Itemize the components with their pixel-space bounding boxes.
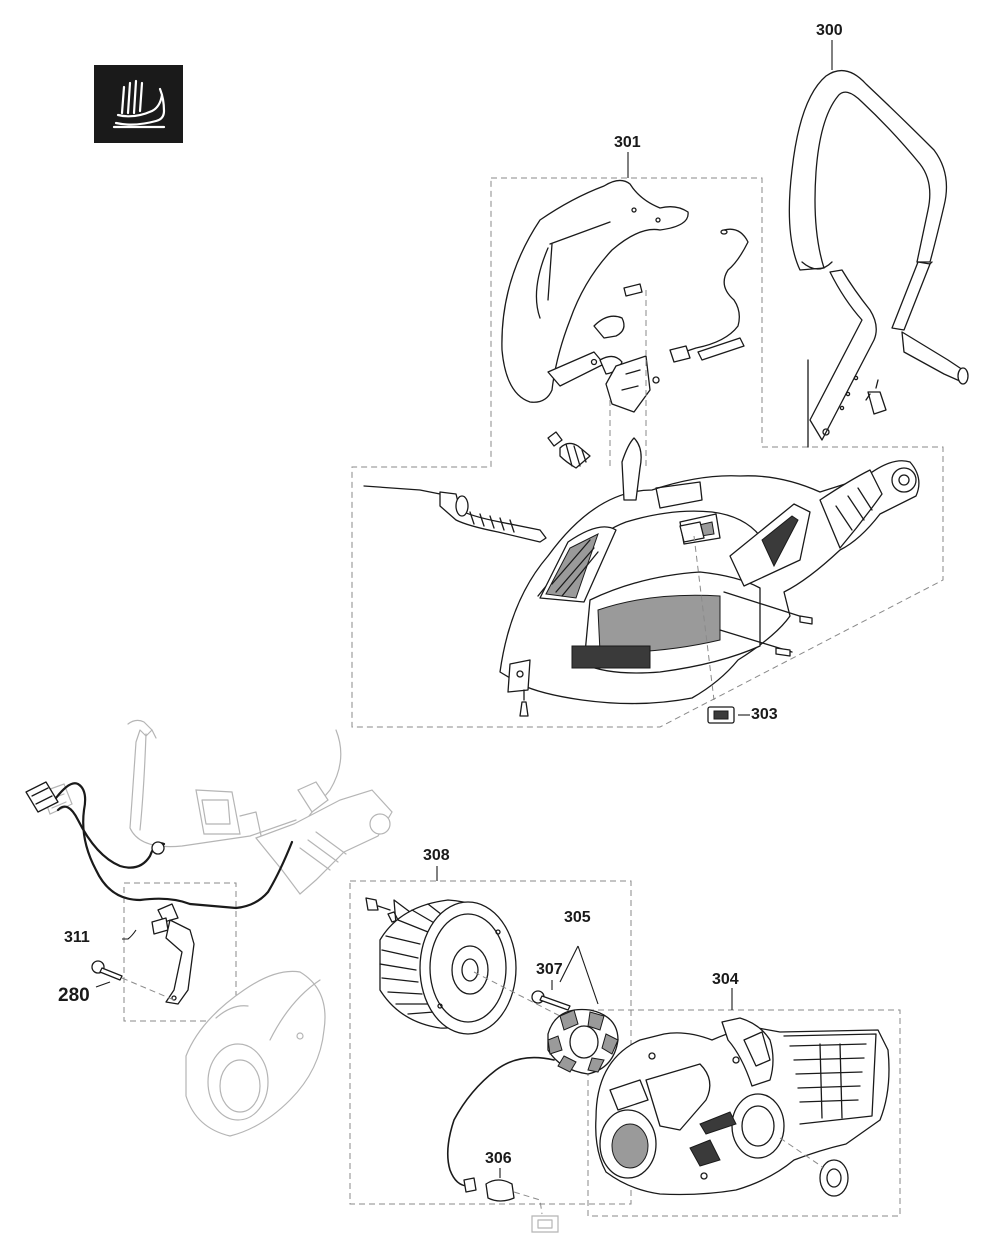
flywheel-308 <box>365 897 561 1035</box>
callout-308: 308 <box>423 847 450 864</box>
rear-handle-housing-301 <box>363 179 920 717</box>
stop-switch-311 <box>25 781 294 1005</box>
callout-303: 303 <box>751 706 778 723</box>
group-308-boundary <box>349 880 632 1205</box>
screw-280 <box>91 960 175 1001</box>
callout-305: 305 <box>564 909 591 926</box>
screw-307 <box>531 980 571 1011</box>
callout-304: 304 <box>712 971 739 988</box>
callout-300: 300 <box>816 22 843 39</box>
ignition-module-305 <box>446 945 619 1187</box>
instruction-badge <box>94 65 183 143</box>
context-parts-faded <box>41 719 393 1137</box>
group-311-boundary <box>123 882 237 1022</box>
group-301-boundary <box>351 177 944 728</box>
callout-311: 311 <box>64 929 90 946</box>
callout-307: 307 <box>536 961 563 978</box>
switch-303 <box>707 706 750 724</box>
spark-plug-cap-306 <box>463 1168 559 1233</box>
callout-306: 306 <box>485 1150 512 1167</box>
callout-301: 301 <box>614 134 641 151</box>
hand-on-handle-icon <box>112 79 166 129</box>
front-handle-300 <box>788 69 969 448</box>
callout-280: 280 <box>58 985 90 1006</box>
crankcase-304 <box>595 988 890 1197</box>
